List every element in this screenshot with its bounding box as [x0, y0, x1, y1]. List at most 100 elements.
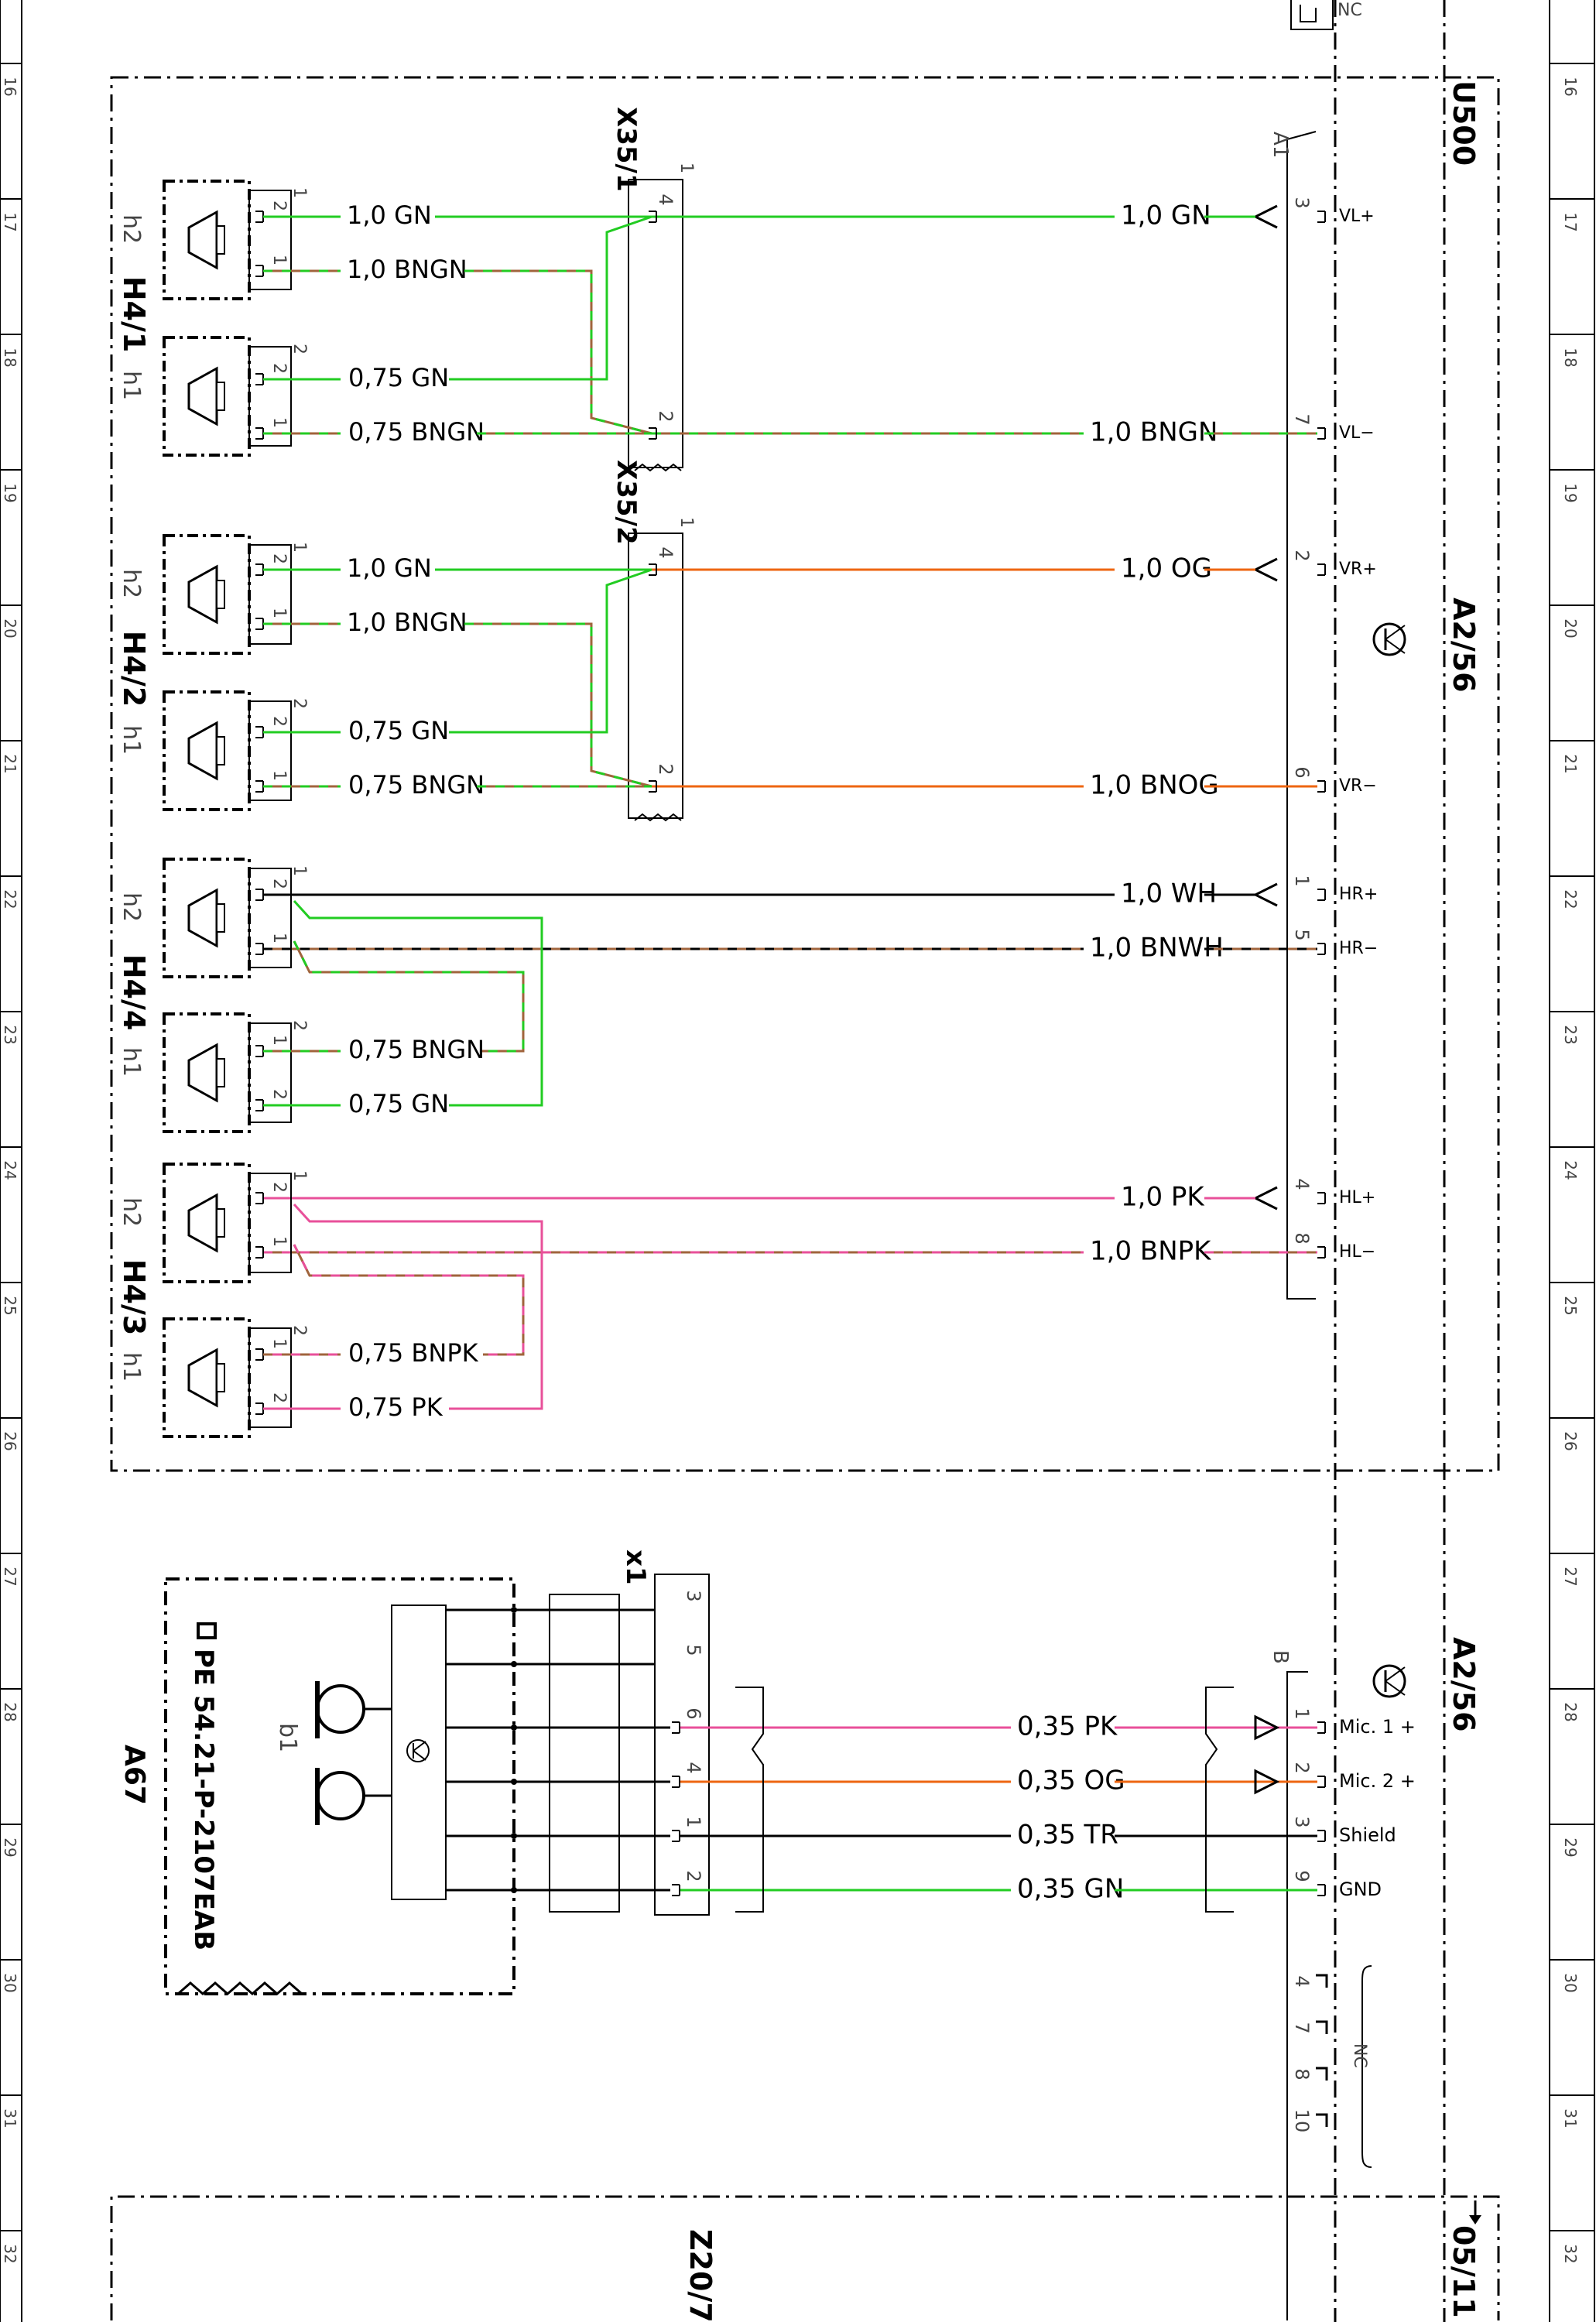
- page-ref[interactable]: 05/11: [1447, 2225, 1481, 2318]
- speaker-sub-label: h1: [118, 1047, 145, 1077]
- a2-56-label-top: A2/56: [1447, 598, 1481, 693]
- a1-pin-terminal: [1317, 943, 1326, 955]
- zone-number-right: 32: [1561, 2244, 1580, 2263]
- a67-break-line: [177, 1981, 303, 1995]
- speaker-pin-number: 2: [269, 716, 289, 727]
- speaker-icon: [187, 1193, 218, 1253]
- nc-pin-number: 4: [1291, 1975, 1313, 1987]
- b-pin-name: GND: [1339, 1878, 1382, 1900]
- a2-56-symbol-icon-top: [1372, 622, 1406, 656]
- spk-wire-label: 0,75 BNGN: [348, 770, 485, 800]
- zone-number-right: 27: [1561, 1567, 1580, 1586]
- b-pin-terminal: [1317, 1776, 1326, 1788]
- a1-wire-label: 1,0 BNOG: [1090, 770, 1219, 801]
- b-pin-number: 3: [1291, 1816, 1313, 1827]
- spk-wire-label: 0,75 GN: [348, 716, 449, 745]
- spk-wire: [449, 215, 652, 381]
- zone-number-left: 27: [1, 1567, 19, 1586]
- speaker-connector-number: 2: [289, 1325, 309, 1336]
- x1-pin-number: 4: [683, 1762, 704, 1773]
- speaker-pin-terminal: [255, 780, 264, 793]
- zone-number-left: 25: [1, 1296, 19, 1315]
- x1-pin-terminal: [672, 1830, 680, 1842]
- zone-number-left: 26: [1, 1431, 19, 1450]
- speaker-pin-terminal: [255, 1246, 264, 1259]
- zone-number-right: 31: [1561, 2108, 1580, 2128]
- a1-wire-label: 1,0 BNWH: [1090, 933, 1224, 964]
- x35-pin-number: 4: [655, 194, 676, 205]
- b-pin-terminal: [1317, 1721, 1326, 1734]
- b-pin-terminal: [1317, 1830, 1326, 1842]
- right-ruler: [1549, 0, 1595, 2322]
- speaker-pin-terminal: [255, 618, 264, 630]
- x1-pin-number: 6: [683, 1707, 704, 1719]
- speaker-pin-terminal: [255, 427, 264, 440]
- speaker-pin-number: 1: [269, 1236, 289, 1247]
- b-connector: [1286, 1671, 1308, 2320]
- zone-number-left: 20: [1, 618, 19, 638]
- speaker-pin-number: 1: [269, 1035, 289, 1046]
- spk-wire-label: 0,75 GN: [348, 1089, 449, 1118]
- speaker-pin-terminal: [255, 726, 264, 738]
- u500-label: U500: [1447, 80, 1481, 166]
- speaker-pin-terminal: [255, 373, 264, 385]
- zone-number-left: 31: [1, 2108, 19, 2128]
- a2-56-symbol-icon-bottom: [1372, 1664, 1406, 1698]
- speaker-pin-number: 1: [269, 608, 289, 618]
- x35-2-label: X35/2: [611, 460, 642, 545]
- speaker-connector-number: 1: [289, 1170, 309, 1181]
- a1-pin-name: HL+: [1339, 1188, 1375, 1207]
- x1-pin-number: 2: [683, 1870, 704, 1882]
- spk-wire-label: 0,75 BNGN: [348, 417, 485, 447]
- a1-pin-number: 3: [1291, 197, 1313, 208]
- zone-number-right: 29: [1561, 1837, 1580, 1857]
- a1-pin-arrow-icon: [1252, 204, 1278, 229]
- pe-reference[interactable]: PE 54.21-P-2107EAB: [188, 1649, 219, 1950]
- a1-pin-terminal: [1317, 211, 1326, 223]
- a1-wire-label: 1,0 GN: [1121, 200, 1211, 231]
- speaker-coil-icon: [216, 1363, 225, 1392]
- a1-pin-number: 2: [1291, 550, 1313, 561]
- nc-group-label: NC: [1350, 2043, 1369, 2068]
- z20-7-frame: [110, 2195, 1500, 2320]
- a2-56-label-bottom: A2/56: [1447, 1637, 1481, 1732]
- spk-wire-label: 1,0 BNGN: [347, 255, 467, 284]
- a1-wire-label: 1,0 PK: [1121, 1182, 1205, 1213]
- speaker-coil-icon: [216, 1208, 225, 1238]
- x35-pin-terminal: [649, 780, 657, 793]
- spk-wire-label: 1,0 GN: [347, 553, 432, 583]
- speaker-icon: [187, 1043, 218, 1103]
- b-pin-number: 9: [1291, 1870, 1313, 1882]
- speaker-group-label: H4/4: [117, 954, 151, 1031]
- page-ref-arrow-icon: [1469, 2200, 1481, 2224]
- b-pin-arrow-icon: [1254, 1769, 1280, 1795]
- speaker-connector: [248, 190, 292, 290]
- a1-pin-number: 4: [1291, 1178, 1313, 1190]
- zone-number-left: 18: [1, 348, 19, 367]
- b1-label: b1: [274, 1723, 301, 1752]
- speaker-connector-number: 1: [289, 187, 309, 198]
- speaker-pin-number: 2: [269, 553, 289, 564]
- nc-pin-number: 7: [1291, 2022, 1313, 2033]
- x1-connector: [654, 1574, 710, 1916]
- speaker-pin-terminal: [255, 1099, 264, 1111]
- spk-wire-label: 1,0 BNGN: [347, 608, 467, 637]
- x35-pin-number: 2: [655, 410, 676, 422]
- left-ruler: [0, 0, 22, 2322]
- speaker-sub-label: h2: [118, 214, 145, 244]
- a1-pin-name: VL−: [1339, 423, 1375, 443]
- speaker-connector-number: 2: [289, 1020, 309, 1031]
- speaker-icon: [187, 888, 218, 948]
- x35-pin-terminal: [649, 211, 657, 223]
- zone-number-right: 24: [1561, 1160, 1580, 1180]
- zone-number-right: 26: [1561, 1431, 1580, 1450]
- speaker-coil-icon: [216, 580, 225, 609]
- speaker-connector: [248, 1173, 292, 1273]
- zone-number-left: 16: [1, 77, 19, 96]
- zone-number-right: 30: [1561, 1973, 1580, 1992]
- speaker-pin-number: 1: [269, 933, 289, 944]
- nc-pin-terminal: [1316, 2113, 1328, 2127]
- speaker-coil-icon: [216, 225, 225, 255]
- speaker-connector-number: 2: [289, 698, 309, 709]
- speaker-pin-number: 2: [269, 200, 289, 211]
